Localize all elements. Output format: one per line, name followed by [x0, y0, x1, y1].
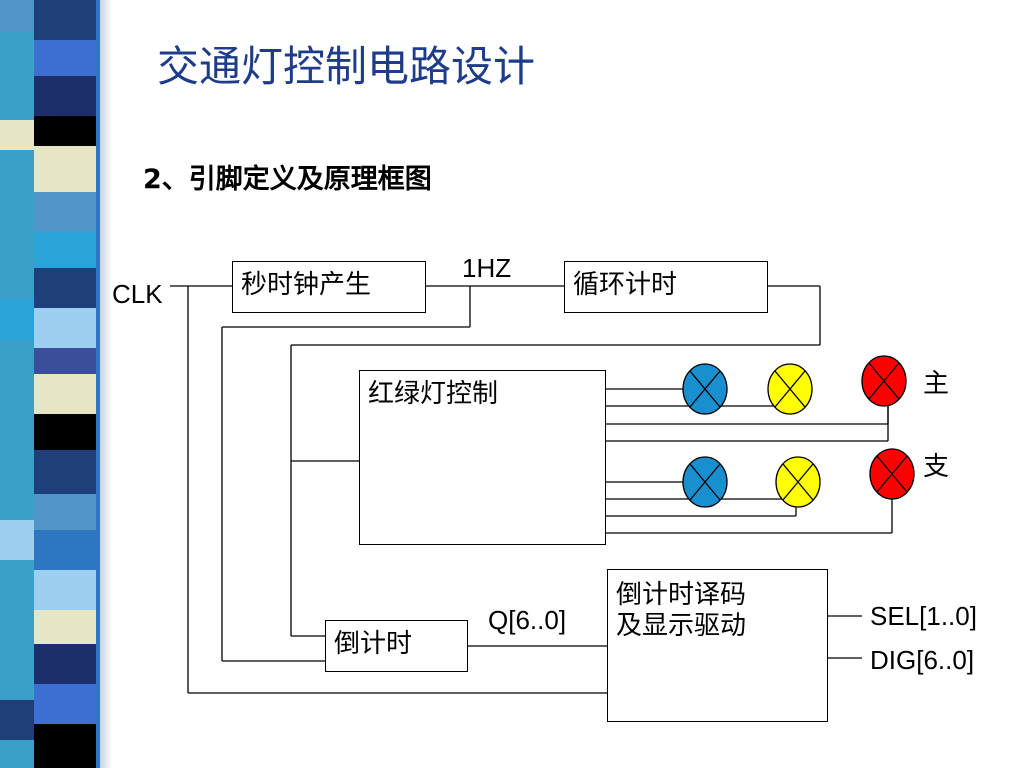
decorative-stripe-bar: [0, 0, 112, 768]
block-light-control-label: 红绿灯控制: [368, 379, 499, 409]
signal-sel-bus-label: SEL[1..0]: [870, 601, 977, 631]
block-decoder-label-line1: 倒计时译码: [616, 580, 747, 610]
block-decoder-label-line2: 及显示驱动: [616, 611, 747, 642]
section-heading: 2、引脚定义及原理框图: [143, 164, 432, 195]
block-decoder-driver: 倒计时译码 及显示驱动: [607, 569, 828, 722]
signal-1hz-label: 1HZ: [462, 253, 512, 283]
block-cycle-timer-label: 循环计时: [573, 270, 678, 300]
signal-clk-label: CLK: [112, 279, 163, 309]
lamp-branch-red: [869, 448, 915, 500]
block-clock-generator-label: 秒时钟产生: [241, 270, 372, 300]
lamp-branch-green: [682, 456, 728, 508]
signal-q-bus-label: Q[6..0]: [488, 605, 567, 635]
lamp-branch-yellow: [775, 456, 821, 508]
lamp-main-yellow: [767, 363, 813, 415]
main-road-label: 主: [923, 369, 950, 399]
block-clock-generator: 秒时钟产生: [232, 261, 426, 313]
block-countdown: 倒计时: [325, 620, 468, 672]
branch-road-label: 支: [923, 452, 950, 482]
main-road-lamps: [682, 355, 907, 415]
slide-title: 交通灯控制电路设计: [157, 42, 536, 91]
signal-dig-bus-label: DIG[6..0]: [870, 645, 975, 675]
block-cycle-timer: 循环计时: [564, 261, 768, 313]
lamp-main-red: [861, 355, 907, 407]
block-light-control: 红绿灯控制: [359, 370, 606, 545]
branch-road-lamps: [682, 448, 915, 508]
block-countdown-label: 倒计时: [334, 629, 413, 659]
lamp-main-green: [682, 363, 728, 415]
